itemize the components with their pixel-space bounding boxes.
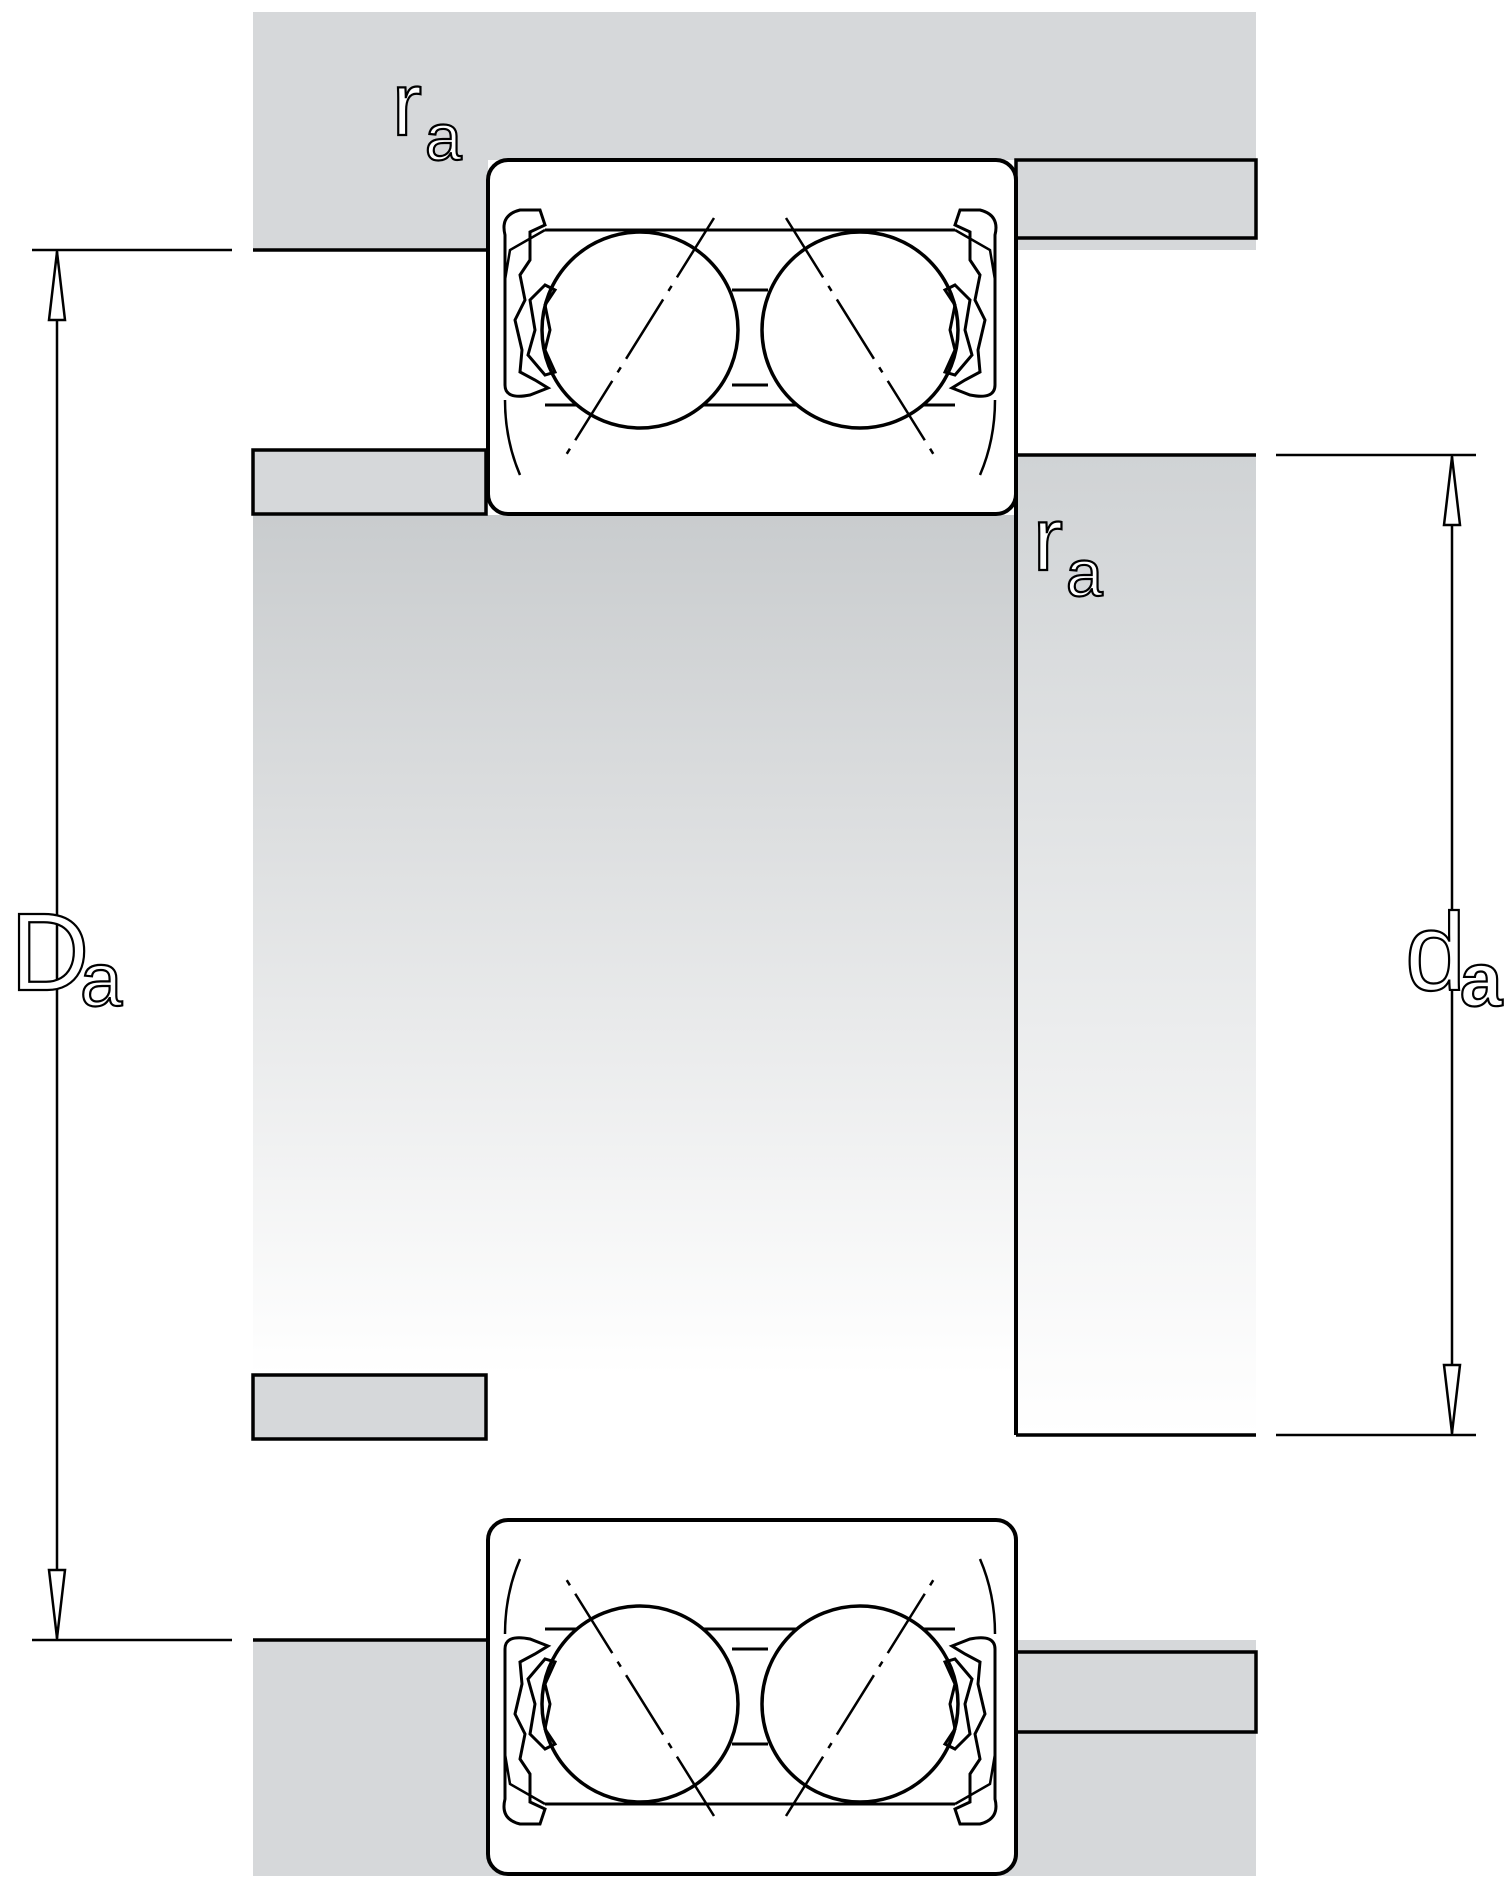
- label-ra-top-sub: a: [425, 100, 462, 174]
- label-da-sub: a: [1460, 938, 1503, 1023]
- label-da-main: d: [1405, 891, 1466, 1014]
- label-Da-sub: a: [80, 938, 123, 1023]
- label-ra-right-main: r: [1033, 490, 1063, 590]
- label-ra-right-sub: a: [1066, 536, 1103, 610]
- shaft: [251, 448, 1256, 1441]
- bearing-top: [486, 158, 1018, 516]
- dimension-Da: [32, 248, 232, 1642]
- label-ra-top-main: r: [392, 55, 422, 155]
- dimension-da: [1276, 453, 1476, 1437]
- bearing-bottom: [486, 1518, 1018, 1876]
- housing-top: [253, 12, 1258, 252]
- label-Da-main: D: [10, 891, 89, 1014]
